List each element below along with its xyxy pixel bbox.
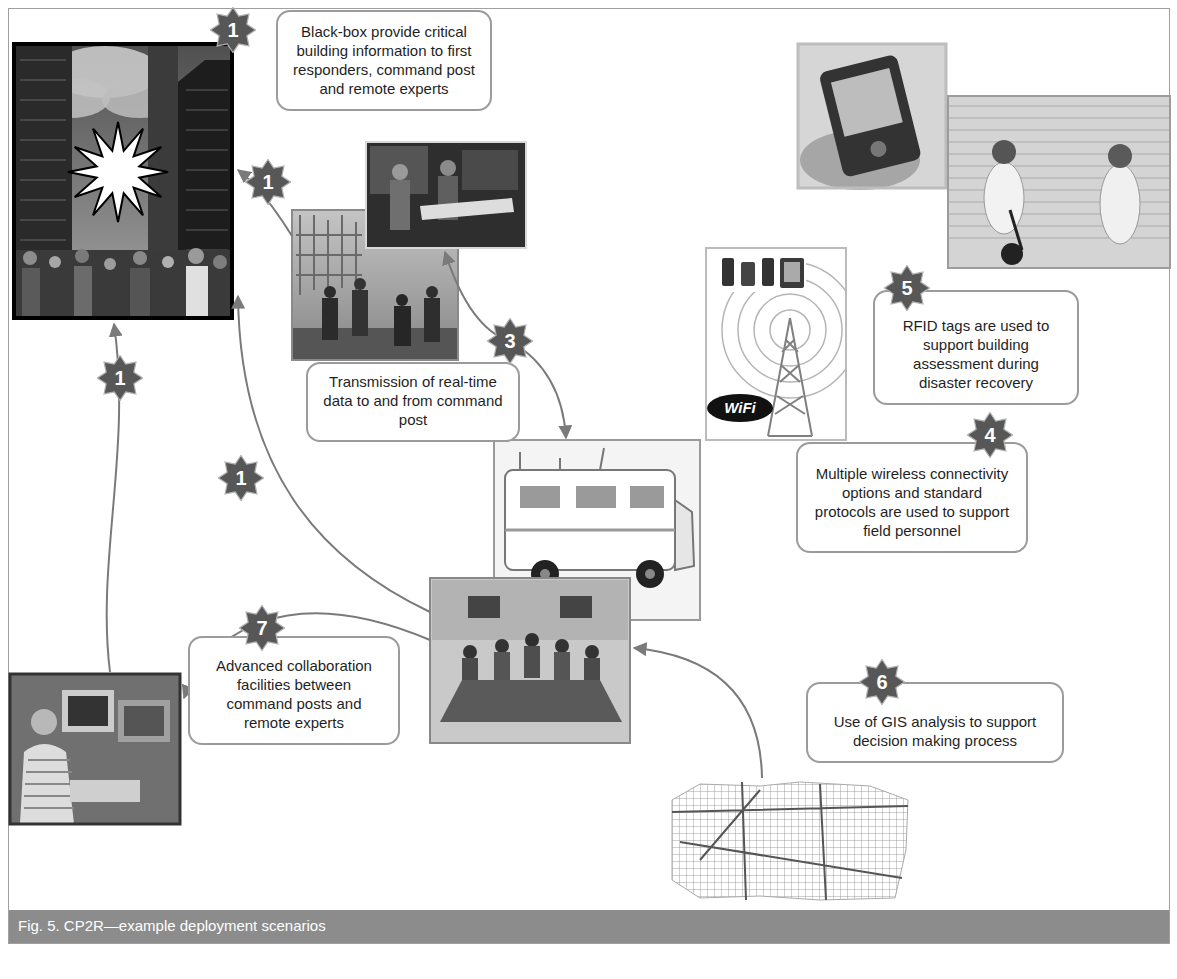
callout-number: 1: [210, 7, 256, 53]
figure-caption: Fig. 5. CP2R—example deployment scenario…: [18, 913, 326, 939]
callout-number: 4: [967, 412, 1013, 458]
callout-text: Black-box provide critical building info…: [290, 22, 478, 98]
callout-number-text: 3: [487, 318, 533, 364]
wireless-tower: [706, 248, 858, 440]
callout-box: Multiple wireless connectivity options a…: [796, 442, 1028, 553]
callout-number: 7: [239, 605, 285, 651]
callout-number: 1: [218, 455, 264, 501]
callout-number-text: 4: [967, 412, 1013, 458]
callout-number: 6: [859, 659, 905, 705]
callout-number-text: 6: [859, 659, 905, 705]
callout-box: Advanced collaboration facilities betwee…: [188, 636, 400, 745]
callout-number: 1: [97, 355, 143, 401]
hazmat-inspection-photo: [948, 96, 1170, 268]
attack-photo: [14, 44, 232, 318]
callout-text: Use of GIS analysis to support decision …: [820, 712, 1050, 750]
callout-number-text: 1: [245, 159, 291, 205]
callout-number-text: 7: [239, 605, 285, 651]
medical-crew-photo: [366, 142, 526, 248]
callout-box: Use of GIS analysis to support decision …: [806, 682, 1064, 763]
callout-text: RFID tags are used to support building a…: [887, 316, 1065, 392]
callout-number-text: 1: [97, 355, 143, 401]
handheld-device-photo: [798, 44, 946, 190]
figure-frame: [9, 9, 1170, 944]
callout-number-text: 1: [218, 455, 264, 501]
caption-bar: [9, 910, 1169, 943]
callout-number: 5: [884, 265, 930, 311]
remote-expert-photo: [10, 674, 180, 824]
conference-room: [430, 578, 630, 743]
wifi-logo-text: WiFi: [706, 398, 774, 418]
callout-box: RFID tags are used to support building a…: [873, 290, 1079, 405]
callout-box: Transmission of real-time data to and fr…: [306, 362, 520, 442]
gis-map: [672, 782, 908, 900]
callout-number-text: 5: [884, 265, 930, 311]
flow-arrows: [107, 170, 762, 778]
callout-number: 3: [487, 318, 533, 364]
callout-box: Black-box provide critical building info…: [276, 10, 492, 111]
callout-text: Transmission of real-time data to and fr…: [320, 372, 506, 429]
callout-number-text: 1: [210, 7, 256, 53]
callout-text: Advanced collaboration facilities betwee…: [202, 656, 386, 732]
callout-text: Multiple wireless connectivity options a…: [810, 464, 1014, 540]
wifi-logo: [707, 394, 773, 422]
callout-number: 1: [245, 159, 291, 205]
